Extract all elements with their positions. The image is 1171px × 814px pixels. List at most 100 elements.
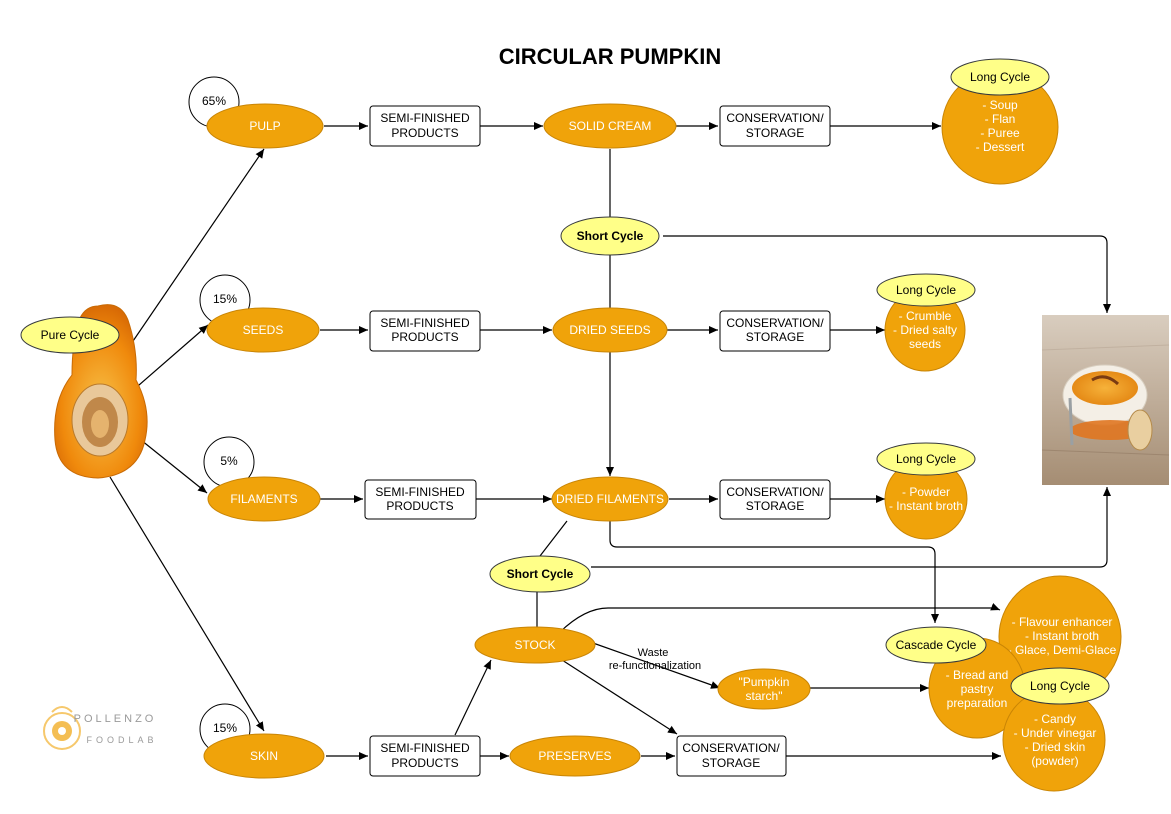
output-filaments-1: - Powder <box>902 485 950 499</box>
pumpkin-starch-line1: "Pumpkin <box>739 675 790 689</box>
conservation-seeds-line2: STORAGE <box>746 330 804 344</box>
short-cycle-1: Short Cycle <box>560 216 660 256</box>
semi-finished-seeds-line2: PRODUCTS <box>391 330 458 344</box>
node-solid-cream-label: SOLID CREAM <box>569 119 652 133</box>
node-dried-seeds: DRIED SEEDS <box>552 307 668 353</box>
semi-finished-filaments-line2: PRODUCTS <box>386 499 453 513</box>
long-cycle-pulp: Long Cycle <box>950 58 1050 96</box>
percentage-pulp-label: 65% <box>202 94 226 108</box>
conservation-filaments-line2: STORAGE <box>746 499 804 513</box>
semi-finished-seeds: SEMI-FINISHED PRODUCTS <box>369 310 481 352</box>
output-skin-1: - Candy <box>1034 712 1076 726</box>
node-preserves-label: PRESERVES <box>538 749 611 763</box>
semi-finished-skin-line1: SEMI-FINISHED <box>380 741 470 755</box>
output-filaments: - Powder - Instant broth <box>884 458 968 540</box>
semi-finished-filaments: SEMI-FINISHED PRODUCTS <box>364 479 477 520</box>
arrow-stock-flavour <box>559 602 1001 633</box>
percentage-skin-label: 15% <box>213 721 237 735</box>
long-cycle-skin: Long Cycle <box>1010 667 1110 705</box>
output-pulp: - Soup - Flan - Puree - Dessert <box>941 69 1059 185</box>
output-bread-1: - Bread and <box>946 668 1009 682</box>
node-dried-filaments-label: DRIED FILAMENTS <box>556 492 664 506</box>
node-pulp: PULP <box>206 103 324 149</box>
output-seeds: - Crumble - Dried salty seeds <box>884 288 966 372</box>
conservation-filaments-line1: CONSERVATION/ <box>726 485 824 499</box>
diagram-title: CIRCULAR PUMPKIN <box>499 44 721 69</box>
long-cycle-seeds: Long Cycle <box>876 273 976 307</box>
output-bread-2: pastry <box>961 682 994 696</box>
node-solid-cream: SOLID CREAM <box>543 103 677 149</box>
conservation-skin: CONSERVATION/ STORAGE <box>676 735 787 777</box>
arrow-semi-stock <box>454 659 492 736</box>
conservation-seeds: CONSERVATION/ STORAGE <box>719 310 831 352</box>
soup-photo <box>1041 315 1170 485</box>
conservation-skin-line2: STORAGE <box>702 756 760 770</box>
output-skin: - Candy - Under vinegar - Dried skin (po… <box>1002 688 1106 792</box>
output-pulp-1: - Soup <box>982 98 1018 112</box>
semi-finished-filaments-line1: SEMI-FINISHED <box>375 485 465 499</box>
node-dried-filaments: DRIED FILAMENTS <box>551 476 669 522</box>
long-cycle-filaments-label: Long Cycle <box>896 452 956 466</box>
output-pulp-3: - Puree <box>980 126 1020 140</box>
arrow-filaments-cascade <box>609 521 939 623</box>
pumpkin-starch-line2: starch" <box>746 689 783 703</box>
conservation-seeds-line1: CONSERVATION/ <box>726 316 824 330</box>
line-filaments-shortcycle <box>539 520 568 557</box>
node-skin: SKIN <box>203 733 325 779</box>
conservation-pulp-line2: STORAGE <box>746 126 804 140</box>
semi-finished-pulp-line1: SEMI-FINISHED <box>380 111 470 125</box>
arrow-to-pulp <box>130 148 265 345</box>
conservation-pulp: CONSERVATION/ STORAGE <box>719 105 831 147</box>
semi-finished-skin-line2: PRODUCTS <box>391 756 458 770</box>
long-cycle-pulp-label: Long Cycle <box>970 70 1030 84</box>
connectors <box>109 122 1111 760</box>
output-seeds-2: - Dried salty <box>893 323 957 337</box>
waste-label: Waste re-functionalization <box>609 647 701 672</box>
output-skin-2: - Under vinegar <box>1014 726 1097 740</box>
output-seeds-1: - Crumble <box>899 309 952 323</box>
arrow-to-seeds <box>130 324 209 393</box>
short-cycle-2: Short Cycle <box>489 555 591 593</box>
conservation-skin-line1: CONSERVATION/ <box>682 741 780 755</box>
node-pumpkin-starch: "Pumpkin starch" <box>717 668 811 710</box>
arrow-stock-starch <box>592 642 721 689</box>
node-dried-seeds-label: DRIED SEEDS <box>569 323 650 337</box>
node-skin-label: SKIN <box>250 749 278 763</box>
long-cycle-seeds-label: Long Cycle <box>896 283 956 297</box>
conservation-filaments: CONSERVATION/ STORAGE <box>719 479 831 520</box>
pure-cycle-node: Pure Cycle <box>20 316 120 354</box>
node-seeds: SEEDS <box>206 307 320 353</box>
output-cascade-1: - Flavour enhancer <box>1012 615 1113 629</box>
conservation-pulp-line1: CONSERVATION/ <box>726 111 824 125</box>
arrow-to-skin <box>109 476 265 732</box>
output-cascade-2: - Instant broth <box>1025 629 1099 643</box>
output-pulp-4: - Dessert <box>976 140 1025 154</box>
node-filaments: FILAMENTS <box>207 476 321 522</box>
output-filaments-2: - Instant broth <box>889 499 963 513</box>
output-skin-3: - Dried skin <box>1025 740 1086 754</box>
output-pulp-2: - Flan <box>985 112 1016 126</box>
cascade-cycle-label: Cascade Cycle <box>896 638 977 652</box>
short-cycle-2-label: Short Cycle <box>507 567 574 581</box>
percentage-filaments: 5% <box>203 436 255 488</box>
short-cycle-1-label: Short Cycle <box>577 229 644 243</box>
node-seeds-label: SEEDS <box>243 323 284 337</box>
arrow-shortcycle-soup <box>663 235 1111 313</box>
node-stock: STOCK <box>474 626 596 664</box>
output-cascade-3: - Glace, Demi-Glace <box>1008 643 1117 657</box>
semi-finished-seeds-line1: SEMI-FINISHED <box>380 316 470 330</box>
arrow-shortcycle2-soup <box>591 487 1111 568</box>
output-seeds-3: seeds <box>909 337 941 351</box>
logo-sub: FOODLAB <box>86 735 157 745</box>
output-skin-4: (powder) <box>1031 754 1078 768</box>
logo-name: POLLENZO <box>74 713 157 725</box>
node-filaments-label: FILAMENTS <box>230 492 297 506</box>
node-pulp-label: PULP <box>249 119 280 133</box>
semi-finished-pulp: SEMI-FINISHED PRODUCTS <box>369 105 481 147</box>
pollenzo-foodlab-logo: POLLENZO FOODLAB <box>43 706 157 750</box>
semi-finished-skin: SEMI-FINISHED PRODUCTS <box>369 735 481 777</box>
output-bread-3: preparation <box>947 696 1008 710</box>
semi-finished-pulp-line2: PRODUCTS <box>391 126 458 140</box>
percentage-filaments-label: 5% <box>220 454 238 468</box>
